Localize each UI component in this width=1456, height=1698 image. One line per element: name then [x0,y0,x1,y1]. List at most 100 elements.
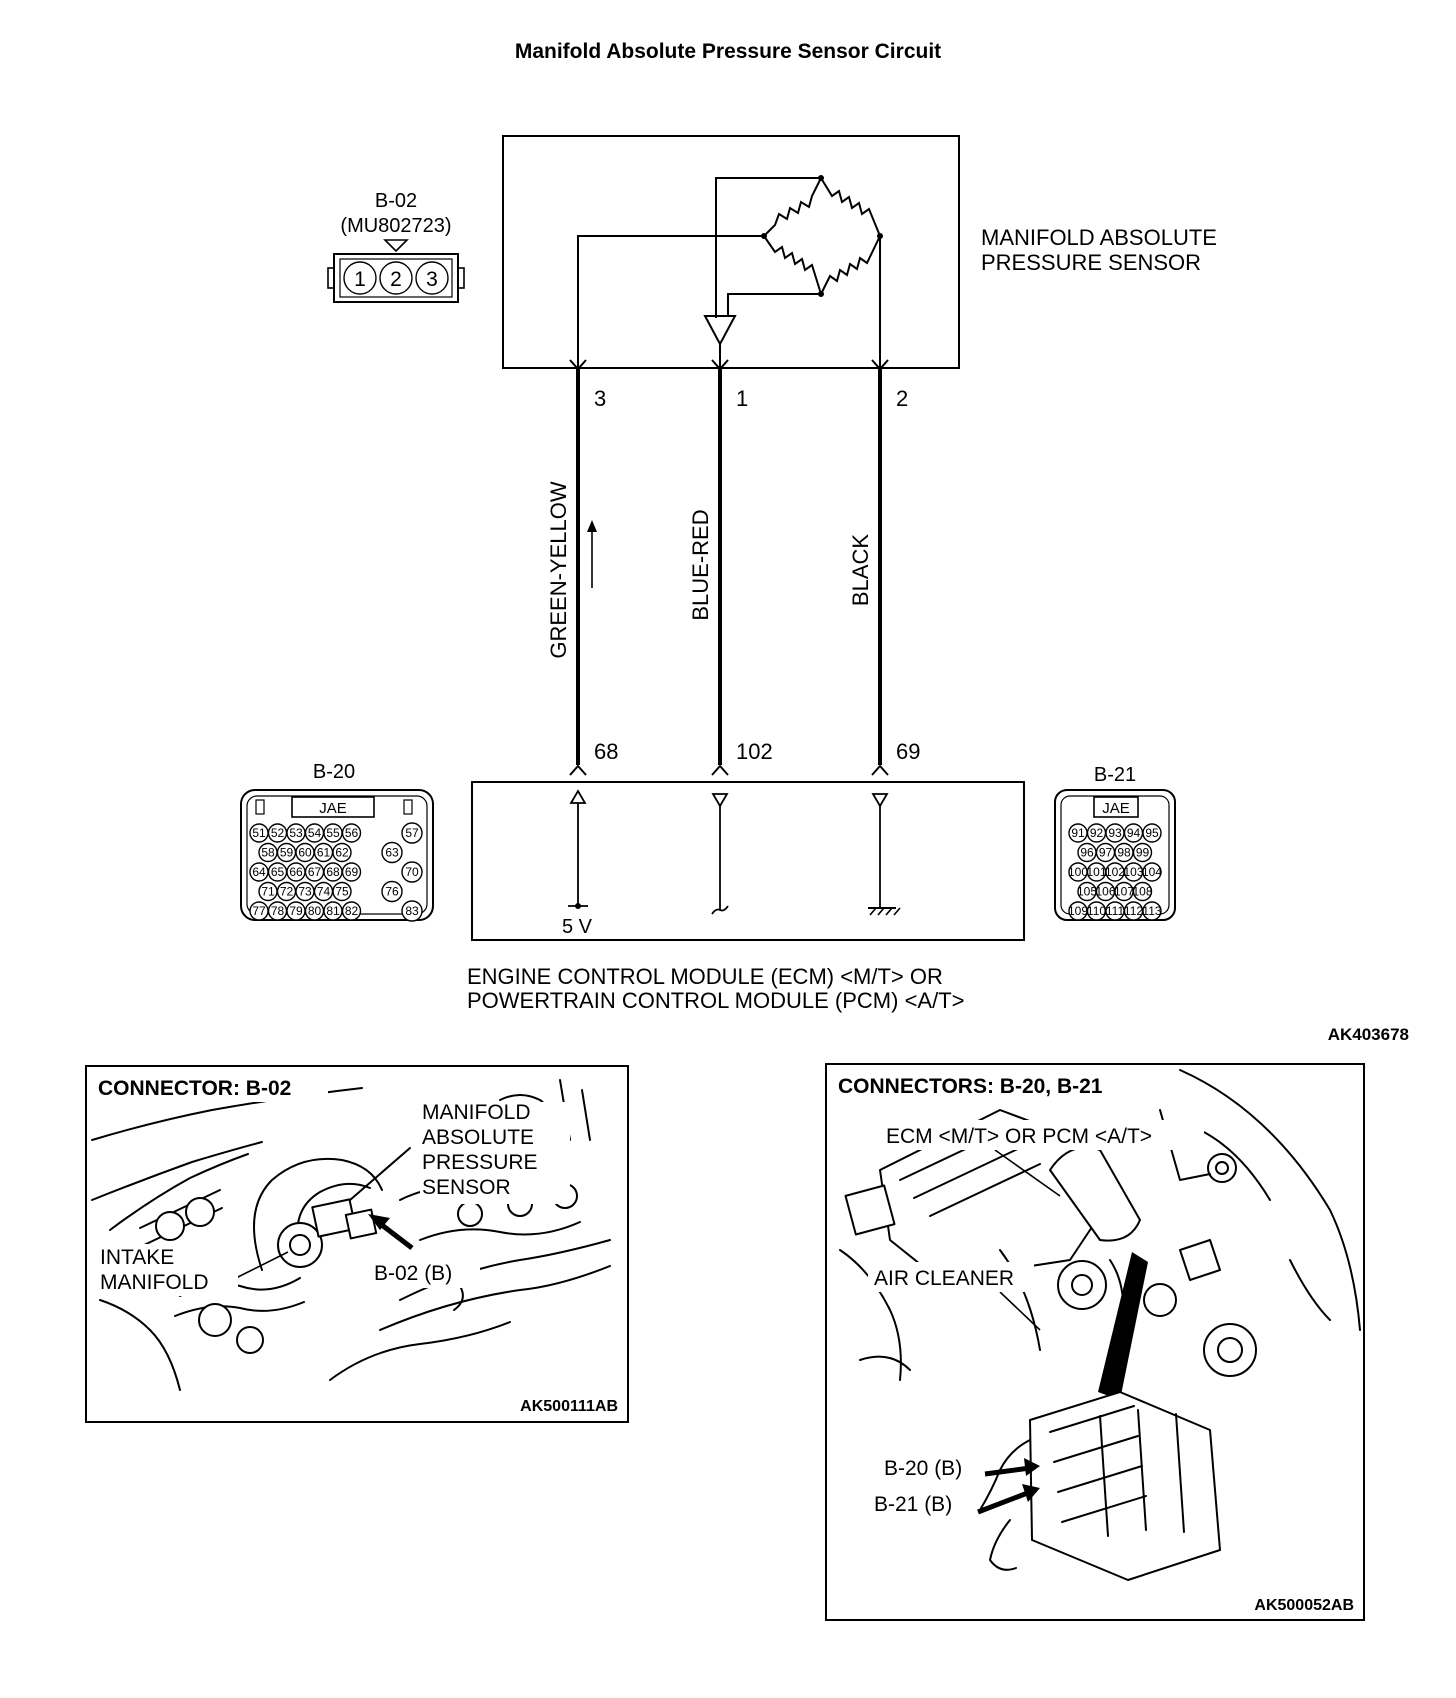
connector-pin-circle [401,861,423,883]
engine-bay-sketch-right [839,1069,1361,1581]
sensor-label-line2: PRESSURE SENSOR [981,250,1201,275]
wire-color-green-yellow: GREEN-YELLOW [546,481,571,658]
connector-pin-number: 58 [261,846,275,860]
connector-pin-number: 111 [1106,904,1125,918]
connector-pin-number: 67 [308,865,322,879]
connector-pin-number: 64 [252,865,266,879]
connector-b02: B-02 (MU802723) 1 2 3 [327,190,465,303]
panel-left-title: CONNECTOR: B-02 [98,1077,291,1100]
connector-pin-number: 98 [1117,846,1131,860]
connector-pin-number: 95 [1145,826,1159,840]
connector-pin-number: 110 [1087,904,1106,918]
ecm-supply-label: 5 V [562,916,593,938]
ecm-box [471,781,1025,941]
ecm-pin-102-label: 102 [736,739,773,764]
sensor-box [502,135,960,369]
connector-pin-number: 105 [1077,885,1097,899]
connector-b02-part: (MU802723) [340,215,451,237]
connector-b02-pin-3: 3 [426,268,438,291]
connector-b02-id: B-02 [375,190,417,212]
connector-pin-circle [332,842,352,863]
connector-pin-circle [401,822,423,844]
connector-pin-number: 69 [345,865,359,879]
connector-pin-number: 74 [317,885,331,899]
connector-pin-number: 93 [1108,826,1122,840]
connector-b21-maker: JAE [1102,800,1130,817]
panel-right-cleaner-label: AIR CLEANER [874,1267,1014,1290]
connector-pin-number: 112 [1124,904,1143,918]
connector-pin-number: 52 [271,826,285,840]
connector-pin-number: 57 [405,826,419,840]
connector-pin-number: 94 [1127,826,1141,840]
connector-pin-number: 79 [289,904,303,918]
connector-b20-id: B-20 [313,761,355,783]
connector-pin-number: 65 [271,865,285,879]
panel-right-ecm-label: ECM <M/T> OR PCM <A/T> [886,1125,1152,1148]
panel-right-b20-label: B-20 (B) [884,1457,962,1480]
diagram-code: AK403678 [1328,1025,1409,1044]
connector-pin-circle [341,862,362,882]
connector-pin-number: 83 [405,904,419,918]
panel-connector-b02 [85,1065,629,1423]
connector-pin-number: 106 [1095,885,1115,899]
connector-pin-circle [1142,901,1162,921]
connector-pin-number: 82 [345,904,359,918]
connector-pin-number: 109 [1068,904,1088,918]
ecm-label-line1: ENGINE CONTROL MODULE (ECM) <M/T> OR [467,964,943,989]
page-title: Manifold Absolute Pressure Sensor Circui… [515,40,941,63]
connector-b02-pin-2: 2 [390,268,402,291]
wire-color-black: BLACK [848,534,873,606]
connector-pin-number: 92 [1090,826,1104,840]
connector-pin-number: 78 [271,904,285,918]
connector-pin-number: 62 [335,846,349,860]
ecm-pin-69-label: 69 [896,739,920,764]
connector-pin-number: 68 [326,865,340,879]
connector-pin-number: 54 [308,826,322,840]
connector-pin-number: 107 [1114,885,1134,899]
connector-pin-circle [332,881,352,902]
connector-pin-number: 59 [280,846,294,860]
wire-harness [569,359,889,776]
connector-pin-number: 97 [1099,846,1113,860]
connector-pin-circle [1142,862,1162,882]
connector-pin-number: 51 [252,826,266,840]
connector-pin-number: 81 [326,904,340,918]
connector-pin-circle [1132,842,1153,863]
ecm-pin-68-label: 68 [594,739,618,764]
connector-b20-maker: JAE [319,800,347,817]
panel-left-intake-label-1: INTAKE [100,1246,174,1269]
connector-pin-number: 53 [289,826,303,840]
connector-pin-circle [381,880,403,903]
connector-pin-circle [381,841,403,864]
connector-pin-circle [341,823,362,843]
panel-left-sensor-label-4: SENSOR [422,1176,511,1199]
sensor-pin-1-label: 1 [736,386,748,411]
panel-left-intake-label-2: MANIFOLD [100,1271,209,1294]
panel-left-code: AK500111AB [520,1398,618,1415]
connector-pin-number: 60 [298,846,312,860]
connector-pin-number: 55 [326,826,340,840]
connector-pin-number: 70 [405,865,419,879]
connector-pin-circle [401,900,423,922]
connector-pin-circle [1132,881,1153,902]
connector-pin-number: 102 [1105,865,1125,879]
connector-pin-number: 71 [261,885,275,899]
sensor-label-line1: MANIFOLD ABSOLUTE [981,225,1217,250]
panel-left-sensor-label-3: PRESSURE [422,1151,538,1174]
connector-pin-number: 76 [385,885,399,899]
connector-pin-number: 104 [1142,865,1162,879]
connector-pin-number: 108 [1132,885,1152,899]
connector-b21-id: B-21 [1094,764,1136,786]
sensor-pin-2-label: 2 [896,386,908,411]
connector-pin-number: 66 [289,865,303,879]
connector-pin-number: 103 [1123,865,1143,879]
connector-pin-number: 72 [280,885,294,899]
amplifier-symbol [703,315,737,347]
panel-right-title: CONNECTORS: B-20, B-21 [838,1075,1103,1098]
wire-color-blue-red: BLUE-RED [688,509,713,620]
connector-pin-number: 100 [1068,865,1088,879]
